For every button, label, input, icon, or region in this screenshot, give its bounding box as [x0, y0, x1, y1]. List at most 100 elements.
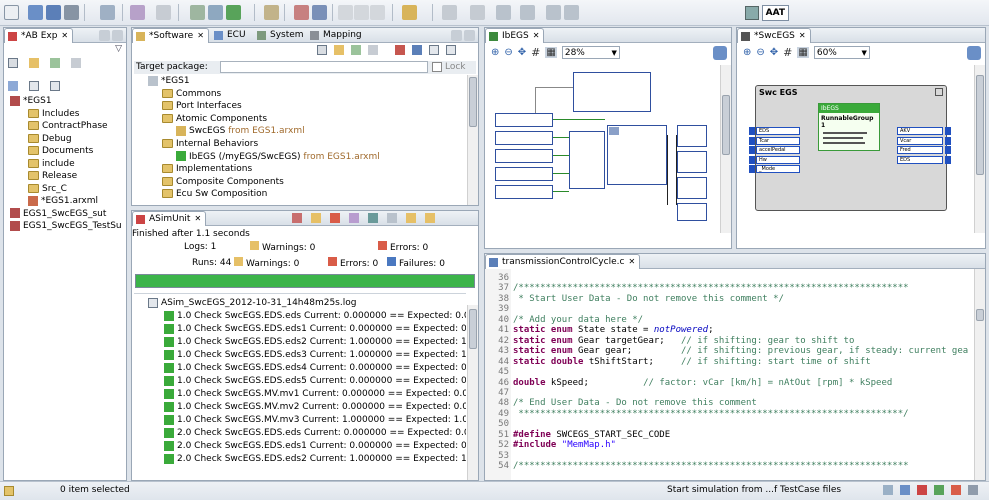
output-port[interactable]: Fred	[897, 146, 953, 154]
zoom-out-icon[interactable]: ⊖	[504, 47, 513, 58]
console-icon[interactable]	[900, 485, 910, 495]
collapse-all-icon[interactable]	[317, 45, 327, 55]
input-port[interactable]: EDS	[749, 127, 801, 135]
view-menu-icon[interactable]: ▽	[115, 44, 122, 54]
tab-swcegs[interactable]: *SwcEGS✕	[737, 28, 811, 43]
tab-ibegs[interactable]: IbEGS✕	[485, 28, 545, 43]
code-line[interactable]: 53	[485, 451, 513, 461]
tree-item[interactable]: *EGS1.arxml	[28, 195, 98, 208]
log-file-item[interactable]: ASim_SwcEGS_2012-10-31_14h48m25s.log	[148, 297, 356, 310]
close-icon[interactable]: ✕	[532, 31, 540, 40]
tree-item[interactable]: IbEGS (/myEGS/SwcEGS) from EGS1.arxml	[176, 151, 380, 164]
tree-item[interactable]: Includes	[28, 108, 79, 121]
output-port[interactable]: EDS	[897, 155, 953, 164]
palette-icon[interactable]	[713, 46, 727, 60]
code-line[interactable]: 39	[485, 304, 513, 314]
new-package-icon[interactable]	[395, 45, 405, 55]
generate-icon[interactable]	[190, 5, 205, 20]
tab-ab-explorer[interactable]: *AB Exp✕	[4, 28, 74, 43]
print-icon[interactable]	[64, 5, 79, 20]
test-result-item[interactable]: 1.0 Check SwcEGS.MV.mv1 Current: 0.00000…	[164, 388, 466, 401]
tree-item[interactable]: EGS1_SwcEGS_TestSu	[10, 220, 122, 233]
grid-icon[interactable]: #	[783, 46, 793, 59]
test-result-item[interactable]: 1.0 Check SwcEGS.EDS.eds4 Current: 0.000…	[164, 362, 466, 375]
runnable-box[interactable]: IbEGS RunnableGroup 1	[818, 103, 880, 151]
nav-forward-icon[interactable]	[71, 58, 81, 68]
reset-icon[interactable]	[370, 5, 385, 20]
tab-software[interactable]: *Software✕	[132, 28, 209, 43]
pin-icon[interactable]	[402, 5, 417, 20]
diagram-block[interactable]	[607, 125, 667, 185]
tree-item[interactable]: Port Interfaces	[162, 100, 242, 113]
editor-scrollbar[interactable]	[974, 269, 985, 480]
forward-icon[interactable]	[425, 213, 435, 223]
output-icon[interactable]	[968, 485, 978, 495]
tree-item[interactable]: Src_C	[28, 183, 67, 196]
test-result-item[interactable]: 1.0 Check SwcEGS.MV.mv3 Current: 1.00000…	[164, 414, 466, 427]
input-port[interactable]: Tcar	[749, 136, 801, 145]
rerun-icon[interactable]	[368, 213, 378, 223]
task-icon[interactable]	[883, 485, 893, 495]
last-edit-icon[interactable]	[546, 5, 561, 20]
output-port[interactable]: AKV	[897, 127, 953, 135]
diagram-block[interactable]	[677, 151, 707, 173]
zoom-in-icon[interactable]: ⊕	[743, 47, 752, 58]
tree-item[interactable]: Atomic Components	[162, 113, 267, 126]
tree-item[interactable]: *EGS1	[10, 95, 52, 108]
snap-grid-icon[interactable]: ▦	[797, 47, 809, 58]
tree-item[interactable]: Implementations	[162, 163, 252, 176]
test-result-item[interactable]: 1.0 Check SwcEGS.EDS.eds5 Current: 0.000…	[164, 375, 466, 388]
debug-icon[interactable]	[312, 5, 327, 20]
diagram-block[interactable]	[677, 177, 707, 199]
test-result-item[interactable]: 1.0 Check SwcEGS.MV.mv2 Current: 0.00000…	[164, 401, 466, 414]
diagram-block[interactable]	[495, 185, 553, 199]
tree-item[interactable]: *EGS1	[148, 75, 190, 88]
input-port[interactable]: _Mode	[749, 165, 801, 173]
output-port[interactable]: Vcar	[897, 136, 953, 145]
maximize-icon[interactable]	[464, 30, 475, 41]
comment-icon[interactable]	[156, 5, 171, 20]
zoom-out-icon[interactable]: ⊖	[756, 47, 765, 58]
tree-item[interactable]: include	[28, 158, 75, 171]
grid-icon[interactable]: #	[531, 46, 541, 59]
fit-icon[interactable]: ✥	[517, 47, 527, 58]
test-result-item[interactable]: 2.0 Check SwcEGS.EDS.eds2 Current: 1.000…	[164, 453, 466, 466]
test-result-item[interactable]: 1.0 Check SwcEGS.EDS.eds1 Current: 0.000…	[164, 323, 466, 336]
filter-icon[interactable]	[412, 45, 422, 55]
close-icon[interactable]: ✕	[628, 257, 636, 266]
zoom-select[interactable]: 28% ▼	[561, 46, 620, 59]
diagram-block[interactable]	[495, 131, 553, 145]
minimize-icon[interactable]	[451, 30, 462, 41]
test-result-item[interactable]: 1.0 Check SwcEGS.EDS.eds3 Current: 1.000…	[164, 349, 466, 362]
tab-asimunit[interactable]: ASimUnit✕	[132, 211, 207, 226]
zoom-select[interactable]: 60% ▼	[813, 46, 870, 59]
code-line[interactable]: 50	[485, 419, 513, 429]
snap-grid-icon[interactable]: ▦	[545, 47, 557, 58]
warning-filter-icon[interactable]	[311, 213, 321, 223]
save-icon[interactable]	[28, 5, 43, 20]
input-port[interactable]: Hw	[749, 155, 801, 164]
code-line[interactable]: 51#define SWCEGS_START_SEC_CODE	[485, 430, 670, 440]
ibegs-vscroll[interactable]	[720, 65, 731, 233]
code-line[interactable]: 36	[485, 273, 513, 283]
sync-icon[interactable]	[208, 5, 223, 20]
nav-icon[interactable]	[564, 5, 579, 20]
link-icon[interactable]	[29, 58, 39, 68]
diagram-block[interactable]	[573, 72, 651, 112]
forward-icon[interactable]	[520, 5, 535, 20]
tree-item[interactable]: Debug	[28, 133, 72, 146]
tree-item[interactable]: Commons	[162, 88, 221, 101]
run-config-icon[interactable]	[226, 5, 241, 20]
code-line[interactable]: 49 *************************************…	[485, 409, 908, 419]
test-result-item[interactable]: 1.0 Check SwcEGS.EDS.eds2 Current: 1.000…	[164, 336, 466, 349]
collapse-icon[interactable]	[50, 81, 60, 91]
tab-system[interactable]: System	[254, 28, 308, 43]
palette-icon[interactable]	[967, 46, 981, 60]
nav-back-icon[interactable]	[351, 45, 361, 55]
build-icon[interactable]	[100, 5, 115, 20]
tree-item[interactable]: Release	[28, 170, 77, 183]
collapse-icon[interactable]	[446, 45, 456, 55]
